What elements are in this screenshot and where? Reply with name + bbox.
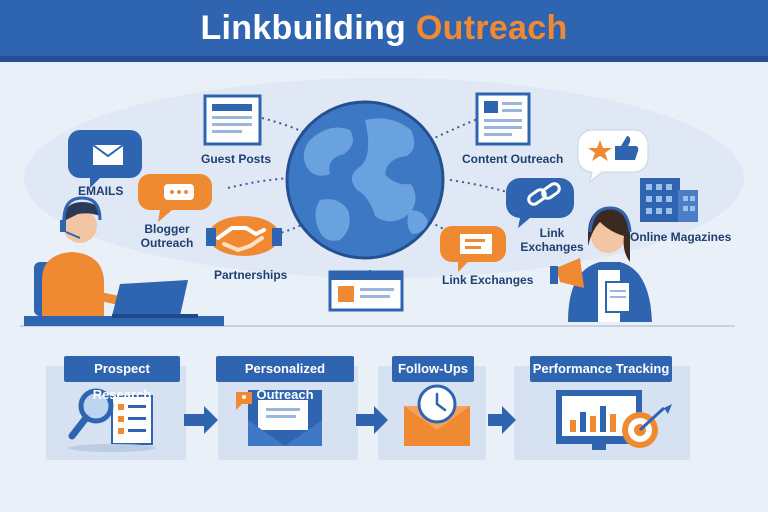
- arrow-right-icon: [356, 406, 388, 434]
- message-icon: [440, 226, 506, 272]
- handshake-icon: [206, 216, 282, 256]
- article-icon: [475, 92, 531, 146]
- envelope-clock-icon: [404, 384, 470, 446]
- connector-link: [449, 179, 521, 197]
- channel-label-link-exchanges-bubble: Link Exchanges: [520, 226, 584, 254]
- step-label-performance-tracking: Performance Tracking: [530, 356, 672, 382]
- magnifier-checklist-icon: [68, 388, 156, 452]
- chain-link-icon: [506, 178, 574, 228]
- step-label-personalized-outreach: Personalized Outreach: [216, 356, 354, 402]
- open-envelope-icon: [236, 390, 322, 446]
- document-icon: [203, 94, 262, 146]
- arrow-right-icon: [488, 406, 516, 434]
- step-arrows: [184, 406, 516, 434]
- title-part-1: Linkbuilding: [200, 9, 407, 47]
- globe-icon: [285, 100, 445, 260]
- step-label-follow-ups: Follow-Ups: [392, 356, 474, 382]
- channel-label-content-outreach: Content Outreach: [462, 152, 564, 166]
- title-part-2: Outreach: [415, 9, 568, 47]
- person-with-megaphone: [550, 206, 652, 322]
- browser-window-icon: [328, 270, 404, 312]
- chat-bubble-icon: [138, 174, 212, 222]
- buildings-icon: [640, 178, 698, 222]
- channel-label-emails: EMAILS: [78, 184, 124, 198]
- channel-label-guest-posts: Guest Posts: [201, 152, 272, 166]
- person-at-laptop: [24, 196, 224, 326]
- channel-label-partnerships: Partnerships: [214, 268, 288, 282]
- step-label-prospect-research: Prospect Research: [64, 356, 180, 402]
- arrow-right-icon: [184, 406, 218, 434]
- channel-label-link-exchanges: Link Exchanges: [442, 273, 534, 287]
- outreach-illustration: [20, 78, 744, 460]
- connector-content: [429, 117, 481, 141]
- page-title: Linkbuilding Outreach: [0, 9, 768, 48]
- channel-label-blogger-outreach: Blogger Outreach: [140, 222, 194, 250]
- monitor-target-icon: [556, 390, 672, 450]
- connector-guest-posts: [261, 117, 319, 141]
- star-thumbs-up-icon: [577, 129, 649, 184]
- header-stripe: [0, 56, 768, 62]
- header-banner: Linkbuilding Outreach: [0, 0, 768, 62]
- envelope-icon: [68, 130, 142, 188]
- channel-label-online-magazines: Online Magazines: [630, 230, 732, 244]
